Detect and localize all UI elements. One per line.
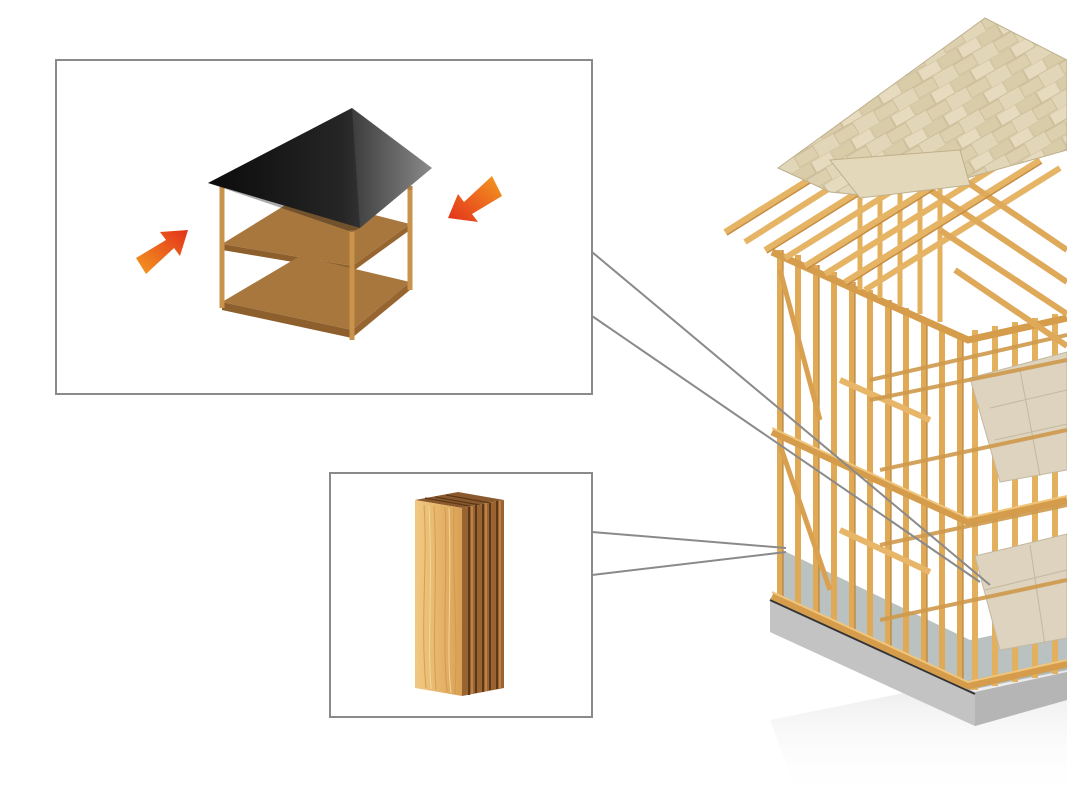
leader-line (591, 531, 787, 549)
callout-lumber (329, 472, 787, 718)
callout-structure (55, 59, 991, 586)
box-frame-house-icon (208, 108, 432, 340)
leader-line (591, 315, 981, 583)
leader-line (591, 251, 991, 586)
left-wall-studs (777, 250, 963, 682)
floor-panel-lower (974, 533, 1067, 651)
force-arrow-icon (448, 176, 502, 222)
roof-dark (208, 108, 432, 228)
laminated-lumber-icon (415, 492, 504, 696)
leader-line (591, 551, 787, 576)
force-arrow-icon (136, 230, 188, 274)
wood-frame-house-icon (723, 17, 1067, 800)
floor-panel-lower (222, 256, 410, 330)
roof-shingles (777, 17, 1067, 197)
